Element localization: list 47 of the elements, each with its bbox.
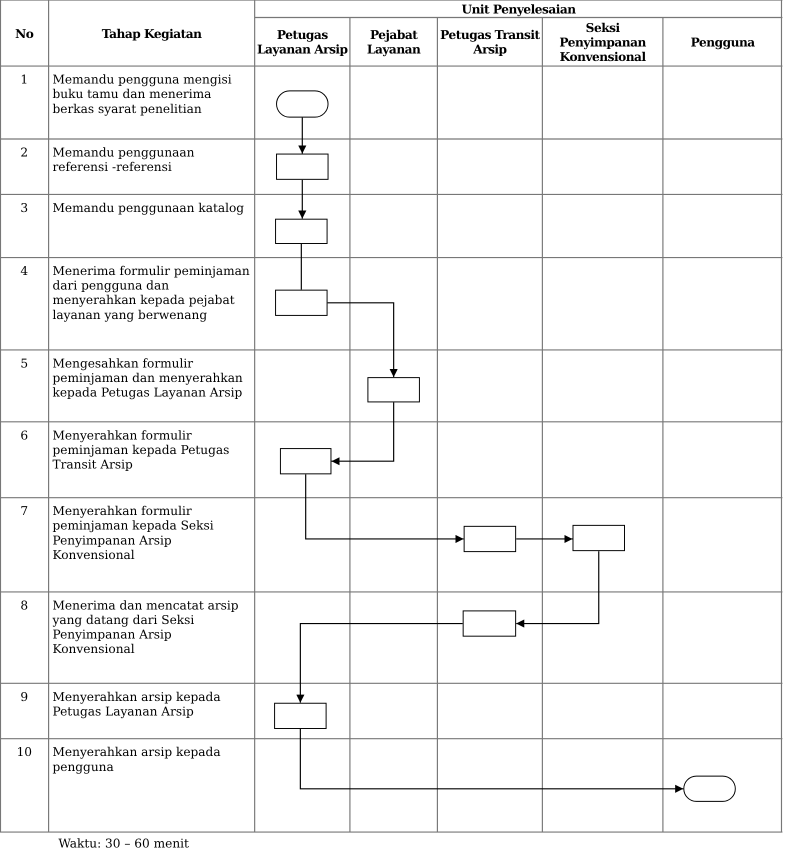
process-box (572, 524, 625, 552)
step-number: 9 (20, 689, 28, 704)
step-number: 7 (20, 504, 28, 518)
flow-arrow (516, 534, 572, 544)
flow-arrow (331, 402, 394, 466)
process-box (464, 526, 516, 552)
flow-arrow (296, 622, 463, 703)
step-description: Mengesahkan formulir peminjaman dan menyerahkan kepada Petugas Layanan Arsip (52, 356, 243, 400)
column-header: Pengguna (690, 34, 755, 50)
step-description: Menyerahkan arsip kepada pengguna (52, 744, 221, 774)
column-header: Petugas Layanan Arsip (256, 27, 349, 56)
duration-note: Waktu: 30 – 60 menit (58, 836, 189, 850)
step-description: Menyerahkan formulir peminjaman kepada Petugas Transit Arsip (52, 428, 230, 472)
step-number: 6 (20, 428, 28, 442)
step-number: 3 (20, 200, 28, 215)
step-number: 5 (20, 356, 28, 370)
flow-arrow (300, 729, 684, 793)
step-number: 2 (20, 144, 28, 160)
step-number: 4 (20, 263, 28, 278)
step-description: Menyerahkan arsip kepada Petugas Layanan Arsip (52, 689, 221, 718)
column-header: Petugas Transit Arsip (439, 27, 541, 56)
process-box (274, 702, 327, 729)
step-description: Memandu penggunaan referensi -referensi (52, 144, 194, 174)
flow-arrow (516, 551, 600, 628)
process-box (275, 290, 328, 316)
step-description: Memandu penggunaan katalog (52, 200, 244, 215)
column-header: No (15, 26, 34, 40)
step-description: Menerima formulir peminjaman dari pengguna dan menyerahkan kepada pejabat layanan yang berwenang (52, 263, 250, 322)
flow-arrow (328, 302, 398, 378)
column-header: Pejabat Layanan (366, 27, 422, 56)
process-box (462, 610, 516, 637)
process-box (280, 448, 332, 474)
flow-arrow (305, 474, 464, 544)
flow-arrow (298, 118, 306, 154)
step-number: 10 (16, 744, 32, 760)
step-description: Menyerahkan formulir peminjaman kepada Seksi Penyimpanan Arsip Konvensional (52, 504, 214, 562)
process-box (276, 154, 329, 180)
step-number: 8 (20, 598, 28, 612)
process-box (367, 377, 420, 402)
step-description: Menerima dan mencatat arsip yang datang dari Seksi Penyimpanan Arsip Konvensional (52, 598, 239, 656)
column-header: Seksi Penyimpanan Konvensional (558, 20, 647, 64)
flow-arrow (298, 180, 306, 219)
group-header: Unit Penyelesaian (461, 1, 576, 16)
process-box (275, 218, 328, 244)
column-header: Tahap Kegiatan (102, 26, 202, 40)
step-description: Memandu pengguna mengisi buku tamu dan menerima berkas syarat penelitian (52, 72, 232, 116)
step-number: 1 (20, 72, 28, 86)
